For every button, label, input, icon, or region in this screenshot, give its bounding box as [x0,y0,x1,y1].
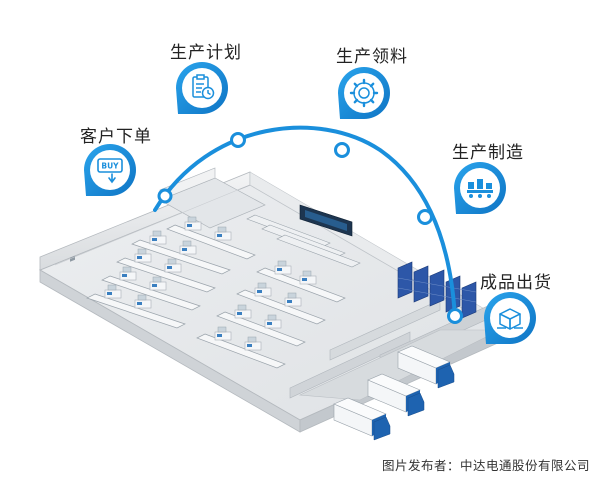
warehouse-racks [397,261,477,319]
step-bubble-material-picking [338,67,390,119]
step-label-product-shipping: 成品出货 [480,273,552,293]
flow-node-3 [334,142,350,158]
step-label-customer-order: 客户下单 [80,127,152,147]
step-bubble-customer-order: BUY [84,144,136,196]
clipboard-schedule-icon [192,74,215,100]
step-bubble-manufacturing [454,162,506,214]
flow-node-4 [417,209,433,225]
production-lines [86,204,361,369]
flow-node-2 [230,132,246,148]
buy-icon-text: BUY [101,162,119,171]
shipping-box-icon [497,308,523,330]
flow-nodes [157,132,463,324]
process-flow-arc [153,125,457,320]
step-bubble-product-shipping [484,292,536,344]
gear-materials-icon [349,78,379,108]
flow-node-5 [447,308,463,324]
production-line-icon [467,179,493,198]
step-label-manufacturing: 生产制造 [452,143,524,163]
image-credit: 图片发布者：中达电通股份有限公司 [381,458,590,473]
flow-node-1 [157,188,173,204]
step-bubble-production-plan [176,62,228,114]
delivery-trucks [333,345,455,441]
buy-button-icon: BUY [97,158,123,184]
step-label-material-picking: 生产领料 [336,47,408,67]
step-label-production-plan: 生产计划 [170,43,242,63]
